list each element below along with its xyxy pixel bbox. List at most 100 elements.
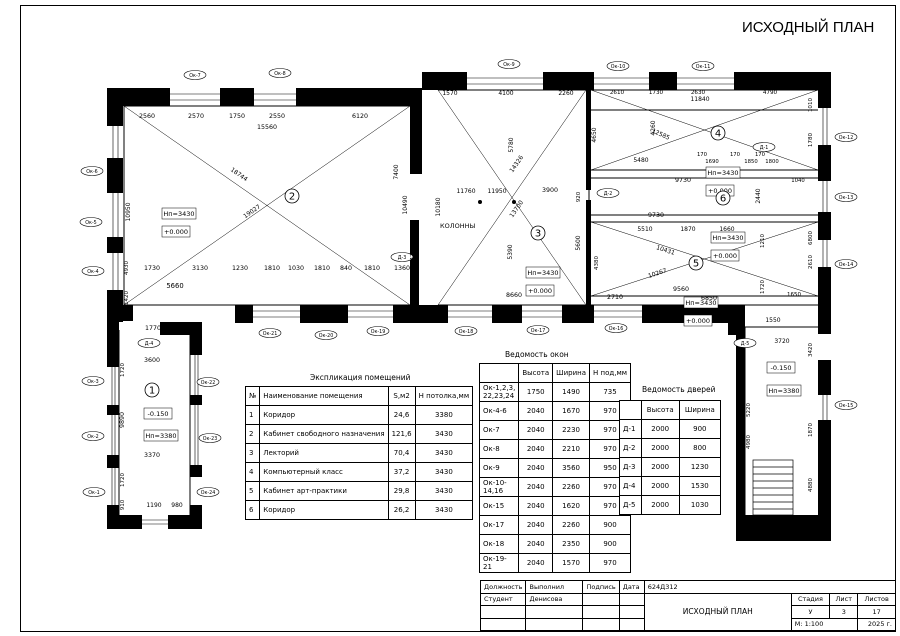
dim-label: 2570 [188,113,204,120]
room-number: 2 [289,192,295,203]
opening-mark-ellipse [80,166,104,176]
dim-label: 1030 [288,265,304,272]
column [478,200,482,204]
room-level-label-box [683,314,713,327]
opening-mark: Ок-4 [87,269,98,275]
stamp-lists: 17 [857,605,896,619]
doors-cell: Д-1 [619,419,642,439]
doors-cell: 2000 [640,476,680,496]
dim-label: 5220 [746,403,752,417]
room-height-label: Нп=3430 [685,299,716,307]
dim-label: 1720 [120,473,126,487]
stamp-stage: У [790,605,831,619]
dim-label: 6120 [352,113,368,120]
stamp-list-header: Лист [829,592,859,606]
opening-mark-ellipse [454,326,478,336]
rooms-cell: 3430 [414,443,474,463]
windows-cell: 2040 [518,477,554,497]
dim-label: 1750 [229,113,245,120]
rooms-cell: S,м2 [387,386,416,406]
windows-cell: 1490 [552,382,591,402]
opening-mark-ellipse [81,266,105,276]
opening-mark-ellipse [497,59,521,69]
windows-cell: Ок-8 [478,439,520,459]
dim-label: 4930 [124,261,130,275]
opening-mark: Ок-15 [839,403,854,409]
opening-mark-ellipse [198,433,222,443]
opening-mark-ellipse [834,132,858,142]
dim-label: 2610 [808,255,814,269]
opening-mark-ellipse [196,377,220,387]
stamp-stage-header: Стадия [790,592,831,606]
windows-cell: 970 [589,553,632,573]
opening-mark-ellipse [691,61,715,71]
rooms-cell: Н потолка,мм [414,386,474,406]
dim-label: 1720 [120,363,126,377]
opening-mark-ellipse [390,252,414,262]
rooms-cell: 4 [244,462,261,482]
windows-cell: 900 [589,515,632,535]
dim-label: 9890 [119,412,126,428]
windows-cell: Ок-17 [478,515,520,535]
windows-cell: Ок-1,2,3, 22,23,24 [478,382,520,402]
doors-cell: Д-5 [619,495,642,515]
dim-label: 7400 [393,164,400,179]
dim-label: 10431 [655,244,675,257]
rooms-cell: Коридор [259,405,389,425]
dim-label: 2710 [607,294,623,301]
dim-label: 5780 [508,137,515,152]
windows-cell: 2350 [552,534,591,554]
rooms-table-caption: Экспликация помещений [310,373,411,382]
opening-mark: Ок-21 [263,331,278,337]
dim-label: 6850 [701,295,717,302]
dim-label: 1570 [442,90,457,97]
rooms-cell: Компьютерный класс [259,462,389,482]
rooms-cell: Наименование помещения [259,386,389,406]
dim-label: 4790 [763,90,778,96]
dim-label: 1800 [765,159,779,165]
windows-cell: 2040 [518,420,554,440]
windows-cell: 2040 [518,496,554,516]
room-number-circle [530,225,546,241]
rooms-cell: 1 [244,405,261,425]
room-level-label-box [525,284,555,297]
room-number: 5 [693,259,699,270]
rooms-cell: 3430 [414,481,474,501]
windows-cell: Ок-15 [478,496,520,516]
room-height-label: Нп=3430 [712,234,743,242]
opening-mark: Ок-19 [371,329,386,335]
stamp-scale: М: 1:100 [790,617,859,631]
rooms-cell: № [244,386,261,406]
opening-mark-ellipse [606,61,630,71]
opening-mark: Ок-11 [696,64,711,70]
dim-label: 1870 [808,423,814,437]
columns-label: КОЛОННЫ [440,222,476,230]
dim-label: 3600 [144,357,160,364]
doors-cell: 2000 [640,419,680,439]
room-level-label: -0.150 [148,410,169,418]
rooms-cell: 70,4 [387,443,416,463]
dim-label: 2560 [139,113,155,120]
room-level-label: +0.000 [713,252,737,260]
dim-label: 4100 [498,90,513,97]
room-height-label-box [143,429,179,442]
dim-label: 5510 [637,226,652,233]
windows-cell: Ширина [552,363,591,383]
dim-label: 4650 [591,127,598,142]
opening-mark: Ок-8 [274,71,285,77]
windows-cell: 2260 [552,477,591,497]
room-level-label: +0.000 [164,228,188,236]
dim-label: 3900 [542,187,558,194]
dim-label: 3420 [808,343,814,357]
dim-label: 1770 [145,325,161,332]
windows-cell: 2040 [518,515,554,535]
opening-mark: Д-3 [398,255,407,261]
doors-cell: 900 [678,419,722,439]
